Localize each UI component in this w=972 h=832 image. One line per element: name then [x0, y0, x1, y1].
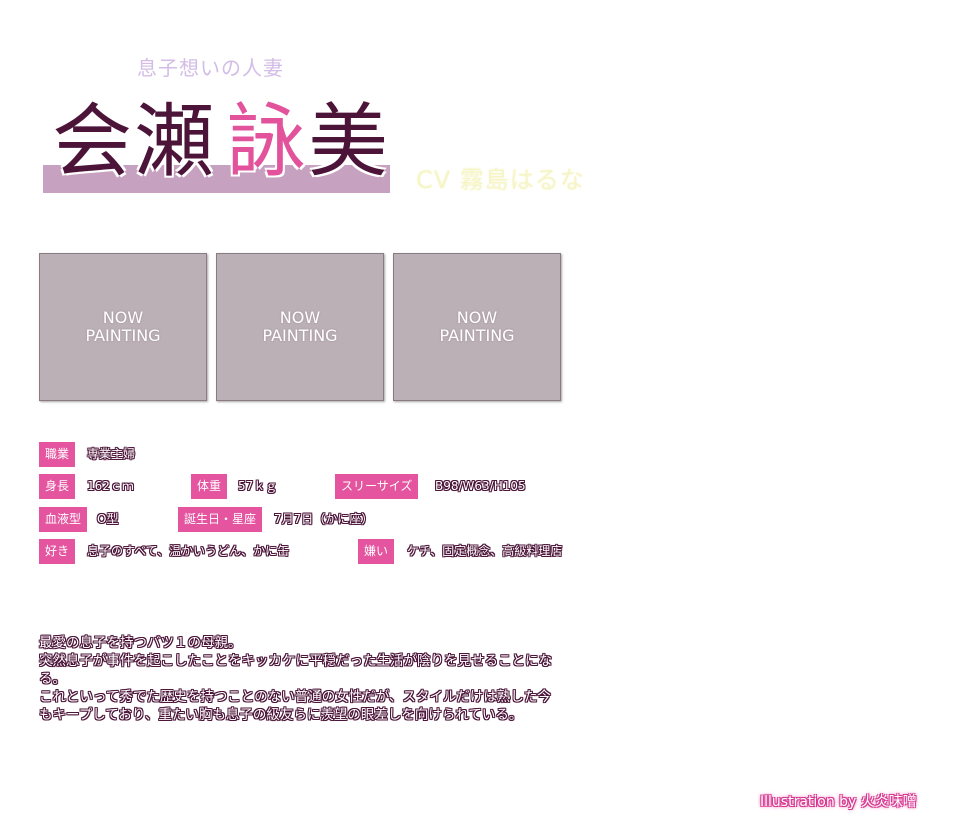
sizes-label: スリーサイズ [335, 474, 419, 499]
thumbnail-1[interactable]: NOW PAINTING [39, 253, 207, 401]
thumbnail-3-line2: PAINTING [439, 326, 515, 345]
voice-actor: CV 霧島はるな [416, 166, 585, 194]
height-value: 162ｃｍ [87, 479, 134, 493]
name-first-char-2: 美 [308, 95, 390, 188]
thumbnail-2-line1: NOW [279, 308, 321, 327]
description-paragraph-1: 最愛の息子を持つバツ１の母親。 [39, 635, 242, 651]
thumbnail-1-line1: NOW [102, 308, 144, 327]
description-paragraph-2: 突然息子が事件を起こしたことをキッカケに平穏だった生活が陰りを見せることになる。 [39, 653, 552, 687]
birthday-label: 誕生日・星座 [178, 507, 263, 532]
birthday-value: 7月7日（かに座） [274, 512, 374, 526]
blood-type-value: O型 [97, 512, 119, 526]
thumbnail-2-line2: PAINTING [262, 326, 338, 345]
thumbnail-3-line1: NOW [456, 308, 498, 327]
character-name: 会瀬詠美 [52, 94, 390, 190]
occupation-value: 専業主婦 [87, 447, 136, 461]
name-first-char-1: 詠 [226, 95, 308, 188]
name-surname: 会瀬 [52, 95, 216, 188]
weight-value: 57ｋｇ [238, 479, 278, 493]
description-paragraph-3: これといって秀でた歴史を持つことのない普通の女性だが、スタイルだけは熟した今もキ… [39, 689, 551, 723]
dislikes-value: ケチ、固定概念、高級料理店 [407, 544, 563, 558]
name-underline-bar [43, 165, 390, 193]
catchphrase: 息子想いの人妻 [137, 56, 284, 80]
weight-label: 体重 [191, 474, 228, 499]
likes-label: 好き [39, 539, 76, 564]
blood-type-label: 血液型 [39, 507, 88, 532]
height-label: 身長 [39, 474, 76, 499]
occupation-label: 職業 [39, 442, 76, 467]
character-description: 最愛の息子を持つバツ１の母親。 突然息子が事件を起こしたことをキッカケに平穏だっ… [39, 634, 554, 724]
thumbnail-2[interactable]: NOW PAINTING [216, 253, 384, 401]
sizes-value: B98/W63/H105 [435, 479, 526, 493]
illustration-credit: Illustration by 火炎味噌 [760, 794, 917, 810]
dislikes-label: 嫌い [358, 539, 395, 564]
thumbnail-3[interactable]: NOW PAINTING [393, 253, 561, 401]
thumbnail-1-line2: PAINTING [85, 326, 161, 345]
likes-value: 息子のすべて、温かいうどん、かに缶 [87, 544, 290, 558]
